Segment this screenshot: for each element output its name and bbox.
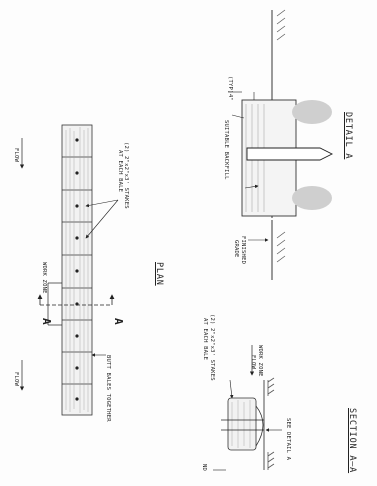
detail-backfill: [292, 100, 332, 210]
section-leaders: [213, 379, 282, 471]
plan-title: PLAN: [154, 262, 164, 286]
work-zone-dimension: [47, 282, 62, 326]
section-title: SECTION A–A: [347, 408, 357, 474]
section-mark-right: A: [112, 318, 125, 325]
section-cut: [37, 294, 115, 306]
section-stakes-note-line1: (2) 2"x2"x3' STAKES: [209, 314, 215, 381]
detail-title: DETAIL A: [343, 112, 353, 160]
plan-stakes-note-line1: (2) 2"x2"x3' STAKES: [123, 142, 129, 209]
stake-dots: [75, 138, 79, 401]
plan-stakes-note-line2: AT EACH BALE: [117, 150, 123, 193]
detail-grade-line1: FINISHED: [240, 236, 246, 265]
section-ground: [263, 377, 275, 470]
plan-flow-label-top: FLOW: [13, 148, 19, 163]
plan-flow-label-bottom: FLOW: [13, 372, 19, 387]
detail-stake: [246, 147, 334, 161]
section-work-zone-label: WORK ZONE: [257, 345, 263, 377]
plan-leaders: [85, 199, 119, 357]
detail-grade-line2: GRADE: [233, 240, 239, 258]
plan-butt-bales-note: BUTT BALES TOGETHER: [105, 355, 111, 422]
section-bale: [221, 397, 264, 451]
section-stakes-note-line2: AT EACH BALE: [202, 318, 208, 361]
section-flow-label: FLOW: [250, 355, 256, 370]
section-see-detail-label: SEE DETAIL A: [285, 418, 291, 461]
detail-leaders: [228, 91, 269, 242]
detail-typ-label: (TYP): [227, 76, 233, 94]
section-edge-label: ND: [201, 464, 207, 472]
detail-backfill-label: SUITABLE BACKFILL: [223, 120, 229, 180]
section-mark-left: A: [40, 318, 53, 325]
detail-dim-label: 4": [227, 94, 233, 102]
plan-work-zone-label: WORK ZONE: [41, 262, 47, 294]
